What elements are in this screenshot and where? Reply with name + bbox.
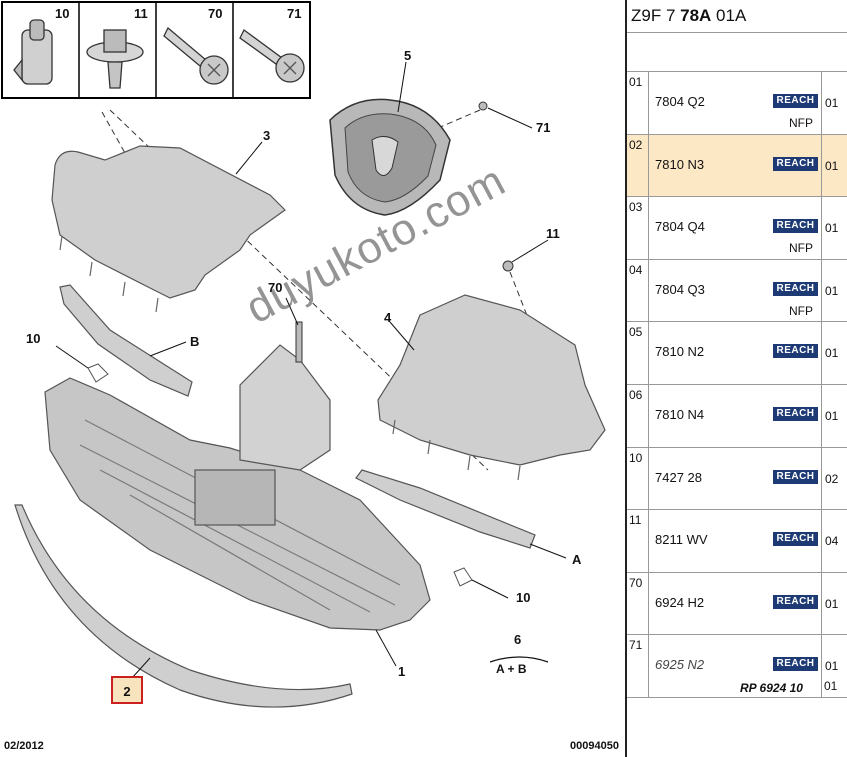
clip-icon (13, 19, 53, 85)
part-quantity: 01 (821, 134, 845, 197)
callout-a: A (572, 552, 582, 567)
nfp-label: NFP (789, 116, 813, 130)
parts-panel-title: Z9F 7 78A 01A (627, 0, 847, 33)
panel-header-gap (627, 33, 847, 72)
part-reference[interactable]: 8211 WV (655, 532, 708, 548)
callout-6-subtitle: A + B (496, 662, 527, 676)
part-quantity: 04 (821, 510, 845, 572)
callout-4: 4 (384, 310, 392, 325)
callout-10-legend: 10 (55, 6, 70, 21)
reach-badge: REACH (773, 156, 818, 171)
air-duct-upper (51, 145, 286, 313)
exploded-parts-diagram: 10 11 70 71 5 71 3 11 70 4 B 10 A 10 6 A… (1, 1, 619, 752)
parts-list-panel: Z9F 7 78A 01A 01 7804 Q2 REACH NFP 01 02… (625, 0, 847, 757)
reach-badge: REACH (773, 281, 818, 296)
part-quantity: 02 (821, 447, 845, 510)
part-reference[interactable]: 7810 N2 (655, 344, 705, 360)
part-index: 11 (627, 510, 649, 572)
callout-6: 6 (514, 632, 522, 647)
callout-71-legend: 71 (287, 6, 302, 21)
part-row[interactable]: 01 7804 Q2 REACH NFP 01 (627, 72, 847, 135)
replacement-reference[interactable]: RP 6924 10 (740, 681, 803, 696)
footer-code: 00094050 (570, 740, 619, 752)
part-reference[interactable]: 7427 28 (655, 469, 702, 485)
callout-5: 5 (404, 48, 412, 63)
callout-11-legend: 11 (134, 6, 148, 21)
callout-3: 3 (263, 128, 271, 143)
callout-1: 1 (398, 664, 406, 679)
part-index: 70 (627, 572, 649, 635)
trim-strip-a (355, 469, 536, 549)
part-quantity: 01 (821, 635, 845, 697)
part-quantity: 01 (821, 384, 845, 447)
reach-badge: REACH (773, 657, 818, 672)
reach-badge: REACH (773, 406, 818, 421)
part-index: 03 (627, 197, 649, 259)
callout-70-legend: 70 (208, 6, 223, 21)
part-row[interactable]: 03 7804 Q4 REACH NFP 01 (627, 197, 847, 260)
reach-badge: REACH (773, 532, 818, 547)
clip-marker-left (87, 363, 109, 383)
reach-badge: REACH (773, 594, 818, 609)
title-suffix: 01A (711, 6, 747, 25)
part-reference[interactable]: 7804 Q3 (655, 281, 705, 297)
nfp-label: NFP (789, 241, 813, 256)
part-index: 01 (627, 72, 649, 134)
part-reference[interactable]: 7804 Q2 (655, 94, 705, 109)
part-reference[interactable]: 6925 N2 (655, 657, 705, 673)
reach-badge: REACH (773, 94, 818, 108)
part-row[interactable]: 71 6925 N2 REACH 01 RP 6924 10 01 (627, 635, 847, 698)
part-row[interactable]: 11 8211 WV REACH 04 (627, 510, 847, 573)
reach-badge: REACH (773, 219, 818, 234)
front-grille (44, 344, 431, 631)
callout-11: 11 (546, 226, 560, 241)
part-quantity: 01 (821, 259, 845, 322)
screw-icon (163, 26, 229, 85)
part-row[interactable]: 05 7810 N2 REACH 01 (627, 322, 847, 385)
part-reference[interactable]: 7810 N4 (655, 406, 705, 422)
part-row[interactable]: 06 7810 N4 REACH 01 (627, 384, 847, 448)
part-row[interactable]: 04 7804 Q3 REACH NFP 01 (627, 259, 847, 323)
push-rivet-icon (86, 29, 144, 89)
part-index: 02 (627, 134, 649, 197)
part-quantity: 01 (821, 197, 845, 259)
pan-screw-icon (239, 29, 305, 83)
part-row[interactable]: 70 6924 H2 REACH 01 (627, 572, 847, 636)
screw-70-marker (295, 321, 303, 363)
reach-badge: REACH (773, 469, 818, 484)
part-quantity: 01 (821, 322, 845, 384)
nfp-label: NFP (789, 303, 813, 318)
air-duct-lower (377, 294, 606, 481)
lower-blade-trim (14, 504, 353, 708)
callout-70: 70 (268, 280, 283, 295)
reach-badge: REACH (773, 344, 818, 359)
part-reference[interactable]: 6924 H2 (655, 594, 705, 610)
title-bold: 78A (680, 6, 712, 25)
part-reference[interactable]: 7810 N3 (655, 156, 705, 172)
trim-strip-b (59, 284, 193, 397)
title-prefix: Z9F 7 (631, 6, 681, 25)
callout-10-left: 10 (26, 331, 41, 346)
replacement-quantity: 01 (824, 679, 838, 694)
part-quantity: 01 (821, 72, 845, 134)
clip-marker-right (453, 567, 473, 587)
part-row-selected[interactable]: 02 7810 N3 REACH 01 (627, 134, 847, 198)
diagram-drawing (1, 1, 606, 708)
callout-71: 71 (536, 120, 551, 135)
part-index: 04 (627, 259, 649, 322)
rivet-11-marker (502, 260, 514, 272)
part-row[interactable]: 10 7427 28 REACH 02 (627, 447, 847, 511)
part-index: 71 (627, 635, 649, 697)
footer-date: 02/2012 (4, 740, 44, 752)
emblem-badge (329, 98, 451, 216)
screw-71-marker (478, 101, 488, 111)
part-index: 05 (627, 322, 649, 384)
part-index: 10 (627, 447, 649, 510)
part-reference[interactable]: 7804 Q4 (655, 219, 705, 235)
part-quantity: 01 (821, 572, 845, 635)
callout-10-right: 10 (516, 590, 531, 605)
callout-2-highlighted[interactable]: 2 (111, 676, 143, 704)
callout-b: B (190, 334, 200, 349)
part-index: 06 (627, 384, 649, 447)
